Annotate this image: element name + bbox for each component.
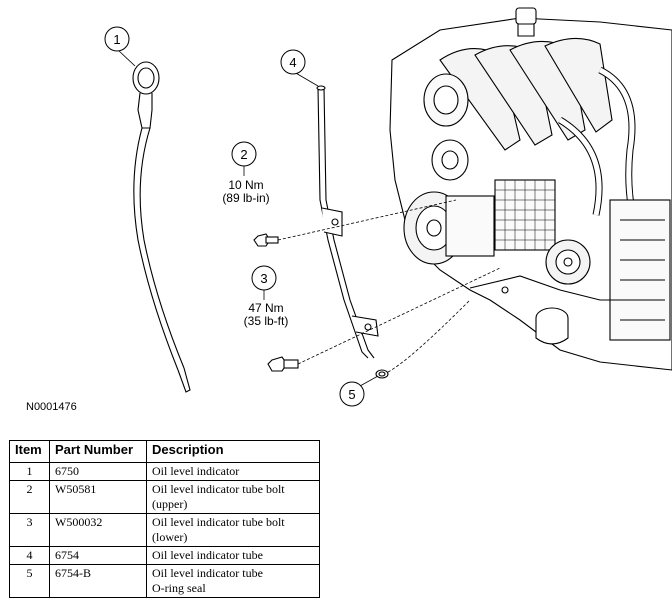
desc-line-1: Oil level indicator tube [152, 566, 263, 580]
exploded-view-diagram: 1 2 10 Nm (89 lb-in) 3 47 Nm (35 lb-ft) … [104, 7, 672, 407]
leader-lines [117, 49, 501, 387]
block-hatching [495, 180, 555, 250]
desc-line-2: (upper) [152, 497, 188, 511]
cell-item: 2 [9, 480, 50, 514]
svg-text:1: 1 [113, 32, 120, 47]
cell-item: 4 [9, 546, 50, 565]
desc-line-1: Oil level indicator tube [152, 548, 263, 562]
dipstick-tube-drawing [316, 85, 379, 359]
lower-bolt-drawing [267, 356, 299, 372]
torque-spec-upper: 10 Nm [228, 178, 263, 192]
upper-bolt-drawing [253, 233, 279, 247]
svg-text:2: 2 [240, 147, 247, 162]
cell-part-number: 6754 [49, 546, 147, 565]
desc-line-1: Oil level indicator tube bolt [152, 515, 285, 529]
table-row: 4 6754 Oil level indicator tube [9, 546, 320, 565]
cell-description: Oil level indicator [146, 462, 320, 481]
desc-line-2: O-ring seal [152, 581, 206, 595]
o-ring-drawing [375, 369, 389, 379]
cell-description: Oil level indicator tube bolt(lower) [146, 513, 320, 547]
header-part-number: Part Number [49, 440, 147, 463]
torque-spec-upper-imperial: (89 lb-in) [222, 191, 269, 205]
cell-description: Oil level indicator tube [146, 546, 320, 565]
table-row: 2 W50581 Oil level indicator tube bolt(u… [9, 480, 320, 514]
cell-part-number: W50581 [49, 480, 147, 514]
figure-id: N0001476 [26, 401, 77, 413]
cell-part-number: 6750 [49, 462, 147, 481]
header-description: Description [146, 440, 320, 463]
table-header-row: Item Part Number Description [9, 440, 320, 463]
cell-part-number: 6754-B [49, 564, 147, 598]
callout-1: 1 [104, 26, 130, 52]
torque-spec-lower: 47 Nm [248, 301, 283, 315]
callout-5: 5 [339, 381, 365, 407]
svg-text:5: 5 [348, 387, 355, 402]
dipstick-drawing [132, 61, 191, 393]
table-row: 1 6750 Oil level indicator [9, 462, 320, 481]
cell-item: 5 [9, 564, 50, 598]
cell-description: Oil level indicator tube bolt(upper) [146, 480, 320, 514]
table-row: 3 W500032 Oil level indicator tube bolt(… [9, 513, 320, 547]
callout-4: 4 [280, 49, 306, 75]
callout-3: 3 47 Nm (35 lb-ft) [244, 265, 289, 328]
svg-text:4: 4 [289, 55, 296, 70]
cell-part-number: W500032 [49, 513, 147, 547]
cell-item: 3 [9, 513, 50, 547]
header-item: Item [9, 440, 50, 463]
desc-line-1: Oil level indicator tube bolt [152, 482, 285, 496]
cell-item: 1 [9, 462, 50, 481]
desc-line-2: (lower) [152, 530, 188, 544]
callout-2: 2 10 Nm (89 lb-in) [222, 141, 270, 205]
parts-table: Item Part Number Description 1 6750 Oil … [9, 440, 320, 598]
torque-spec-lower-imperial: (35 lb-ft) [244, 314, 289, 328]
engine-illustration [389, 7, 672, 371]
desc-line-1: Oil level indicator [152, 464, 240, 478]
svg-text:3: 3 [260, 271, 267, 286]
